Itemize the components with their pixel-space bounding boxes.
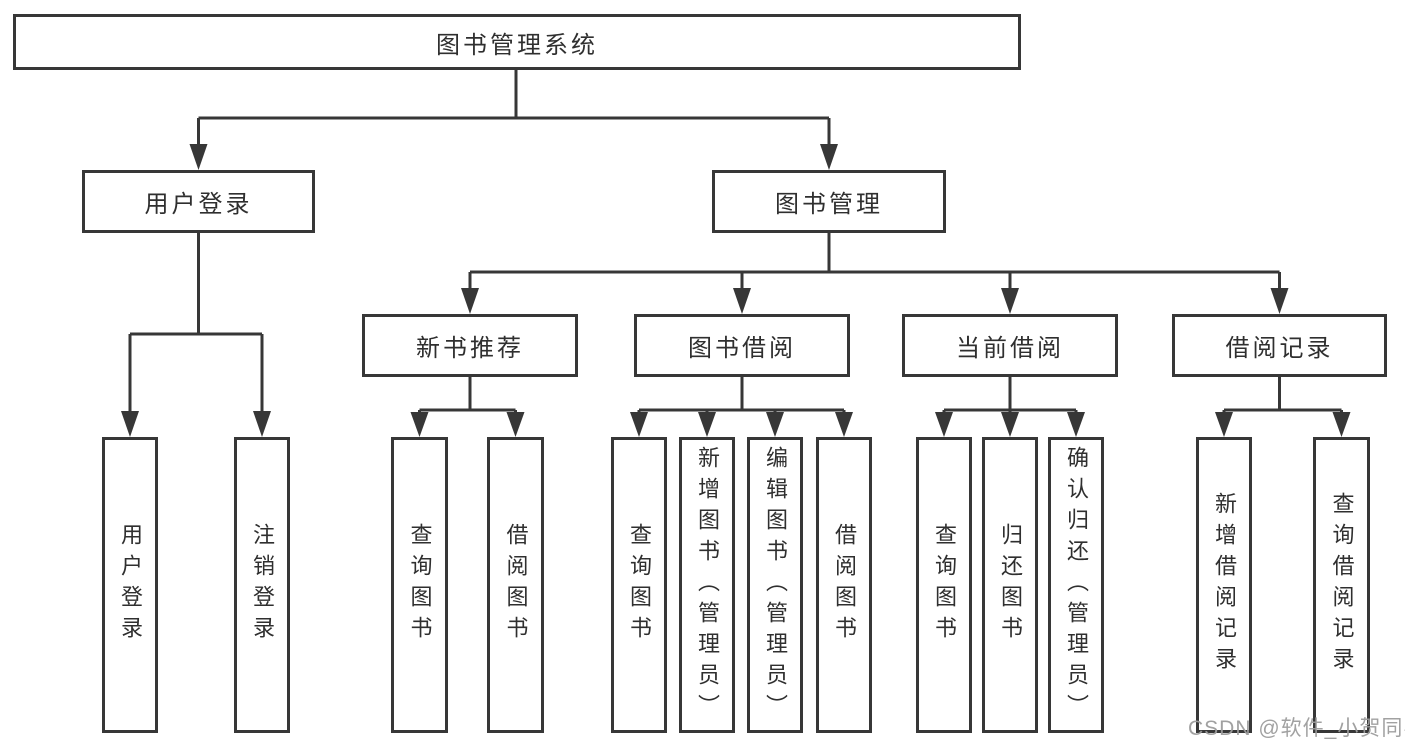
leaf-borrow-books-borrowing: 借阅图书	[816, 437, 872, 733]
edge-current-borrow-branch	[935, 377, 1085, 437]
node-library-management-system: 图书管理系统	[13, 14, 1021, 70]
leaf-return-book: 归还图书	[982, 437, 1038, 733]
node-borrowing-records: 借阅记录	[1172, 314, 1387, 377]
edge-book-borrow-branch	[630, 377, 853, 437]
node-current-borrowing: 当前借阅	[902, 314, 1118, 377]
leaf-query-books-borrowing: 查询图书	[611, 437, 667, 733]
edge-new-rec-branch	[410, 377, 525, 437]
leaf-confirm-return-admin: 确认归还（管理员）	[1048, 437, 1104, 733]
edge-book-mgmt-branch	[461, 233, 1289, 314]
leaf-add-book-admin: 新增图书（管理员）	[679, 437, 735, 733]
leaf-logout-login: 注销登录	[234, 437, 290, 733]
leaf-query-books-current: 查询图书	[916, 437, 972, 733]
leaf-query-borrow-record: 查询借阅记录	[1313, 437, 1370, 733]
leaf-add-borrow-record: 新增借阅记录	[1196, 437, 1252, 733]
node-new-book-recommend: 新书推荐	[362, 314, 578, 377]
leaf-query-books-recommend: 查询图书	[391, 437, 448, 733]
edge-root-to-level2	[189, 70, 838, 170]
leaf-borrow-books-recommend: 借阅图书	[487, 437, 544, 733]
leaf-edit-book-admin: 编辑图书（管理员）	[747, 437, 803, 733]
edge-borrow-record-branch	[1215, 377, 1351, 437]
csdn-watermark: CSDN @软件_小贺同学	[1188, 717, 1405, 740]
node-book-management: 图书管理	[712, 170, 946, 233]
leaf-user-login: 用户登录	[102, 437, 158, 733]
node-user-login: 用户登录	[82, 170, 315, 233]
node-book-borrowing: 图书借阅	[634, 314, 850, 377]
edge-user-login-branch	[121, 233, 271, 437]
